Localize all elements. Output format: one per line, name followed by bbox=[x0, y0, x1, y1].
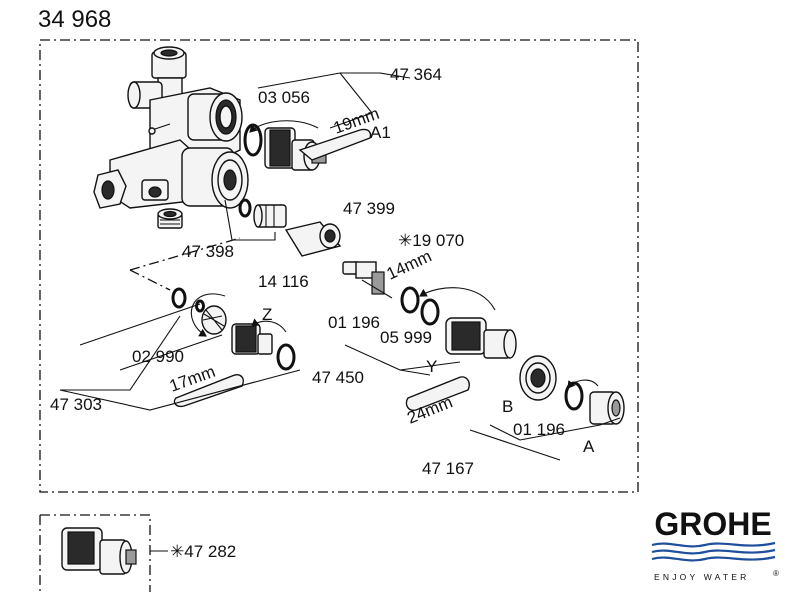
leader-02990 bbox=[79, 303, 223, 371]
leader-47364 bbox=[257, 72, 411, 129]
leader-47450 bbox=[344, 344, 461, 376]
check-valve-group bbox=[238, 198, 287, 228]
spindle-extension bbox=[342, 261, 393, 299]
label-47364: 47 364 bbox=[390, 65, 442, 84]
wave-3 bbox=[651, 555, 776, 562]
leader-47167 bbox=[469, 417, 621, 461]
label-05999: 05 999 bbox=[380, 328, 432, 347]
label-19070: ✳19 070 bbox=[398, 231, 464, 250]
brand-name: GROHE bbox=[654, 506, 771, 542]
valve-body bbox=[93, 46, 249, 209]
wave-2 bbox=[651, 548, 776, 555]
plug-fitting bbox=[157, 208, 183, 229]
label-Y: Y bbox=[426, 357, 437, 376]
label-03056: 03 056 bbox=[258, 88, 310, 107]
label-47399: 47 399 bbox=[343, 199, 395, 218]
label-01196-upper: 01 196 bbox=[328, 313, 380, 332]
upper-cartridge-group bbox=[243, 120, 372, 171]
wave-1 bbox=[651, 541, 776, 548]
extension-sleeve bbox=[284, 221, 342, 257]
grohe-logo: GROHE ENJOY WATER ® bbox=[651, 506, 779, 582]
brand-tagline: ENJOY WATER bbox=[654, 572, 750, 582]
label-47167: 47 167 bbox=[422, 459, 474, 478]
label-47303: 47 303 bbox=[50, 395, 102, 414]
leader-47398 bbox=[224, 199, 276, 241]
axis-line-1 bbox=[129, 237, 241, 271]
label-01196-lower: 01 196 bbox=[513, 420, 565, 439]
label-B: B bbox=[502, 397, 513, 416]
label-47450: 47 450 bbox=[312, 368, 364, 387]
cover-nut-group bbox=[519, 355, 625, 425]
thermostat-cartridge-group bbox=[400, 286, 517, 412]
label-A1: A1 bbox=[370, 123, 391, 142]
label-Z: Z bbox=[262, 305, 272, 324]
replacement-cartridge-frame bbox=[39, 514, 151, 592]
label-A: A bbox=[583, 437, 595, 456]
replacement-cartridge bbox=[61, 527, 137, 575]
diagram-title: 34 968 bbox=[38, 6, 111, 33]
label-47398: 47 398 bbox=[182, 242, 234, 261]
label-14116: 14 116 bbox=[258, 272, 309, 291]
label-02990: 02 990 bbox=[132, 347, 184, 366]
main-assembly-frame bbox=[39, 39, 639, 493]
leader-47303 bbox=[59, 315, 301, 411]
label-14mm: 14mm bbox=[384, 246, 435, 283]
brand-registered: ® bbox=[773, 569, 779, 578]
axis-line-2 bbox=[129, 269, 171, 291]
label-47282: ✳47 282 bbox=[170, 542, 236, 561]
